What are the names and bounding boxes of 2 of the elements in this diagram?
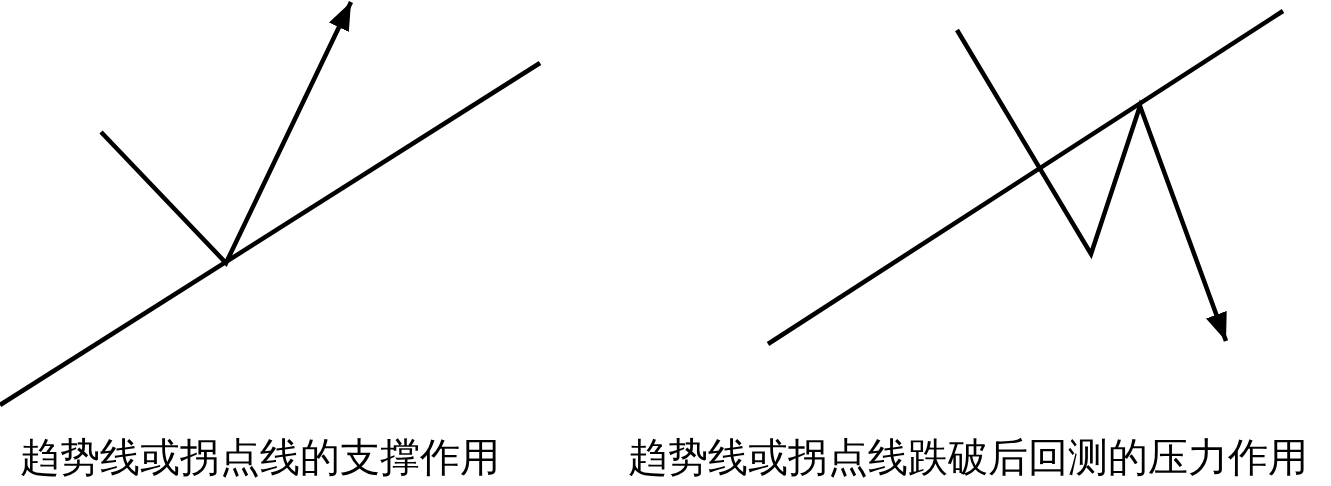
panel-caption: 趋势线或拐点线的支撑作用	[20, 433, 500, 481]
panel-caption: 趋势线或拐点线跌破后回测的压力作用	[628, 433, 1308, 481]
